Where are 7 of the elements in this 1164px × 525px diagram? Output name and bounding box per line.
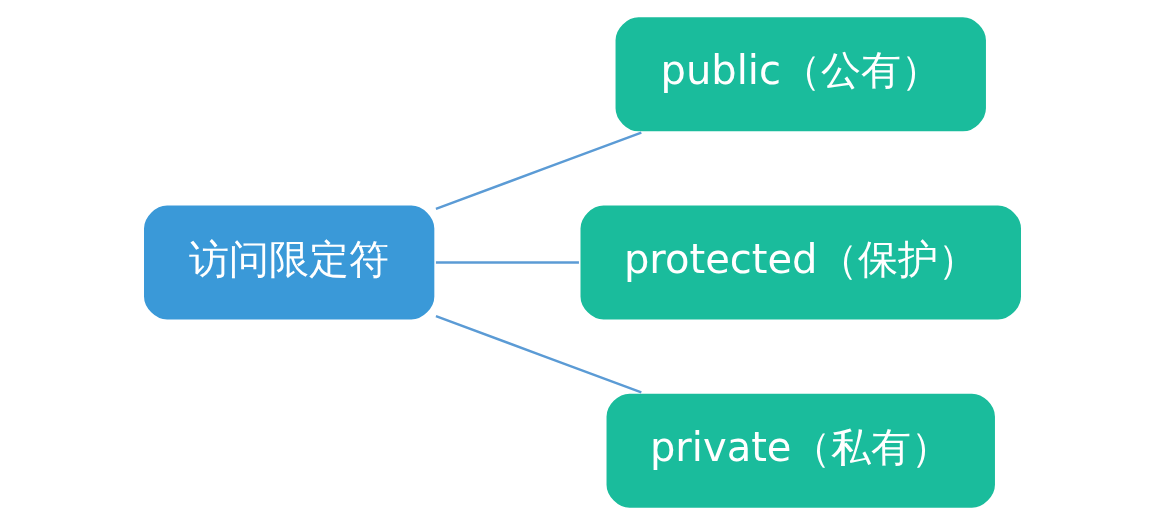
node-box: private（私有） bbox=[604, 391, 997, 510]
node-box: 访问限定符 bbox=[141, 203, 436, 322]
connector bbox=[435, 315, 642, 394]
node-box: protected（保护） bbox=[578, 203, 1023, 322]
connector bbox=[435, 261, 579, 264]
node-box: public（公有） bbox=[613, 15, 988, 134]
connector bbox=[435, 131, 642, 210]
